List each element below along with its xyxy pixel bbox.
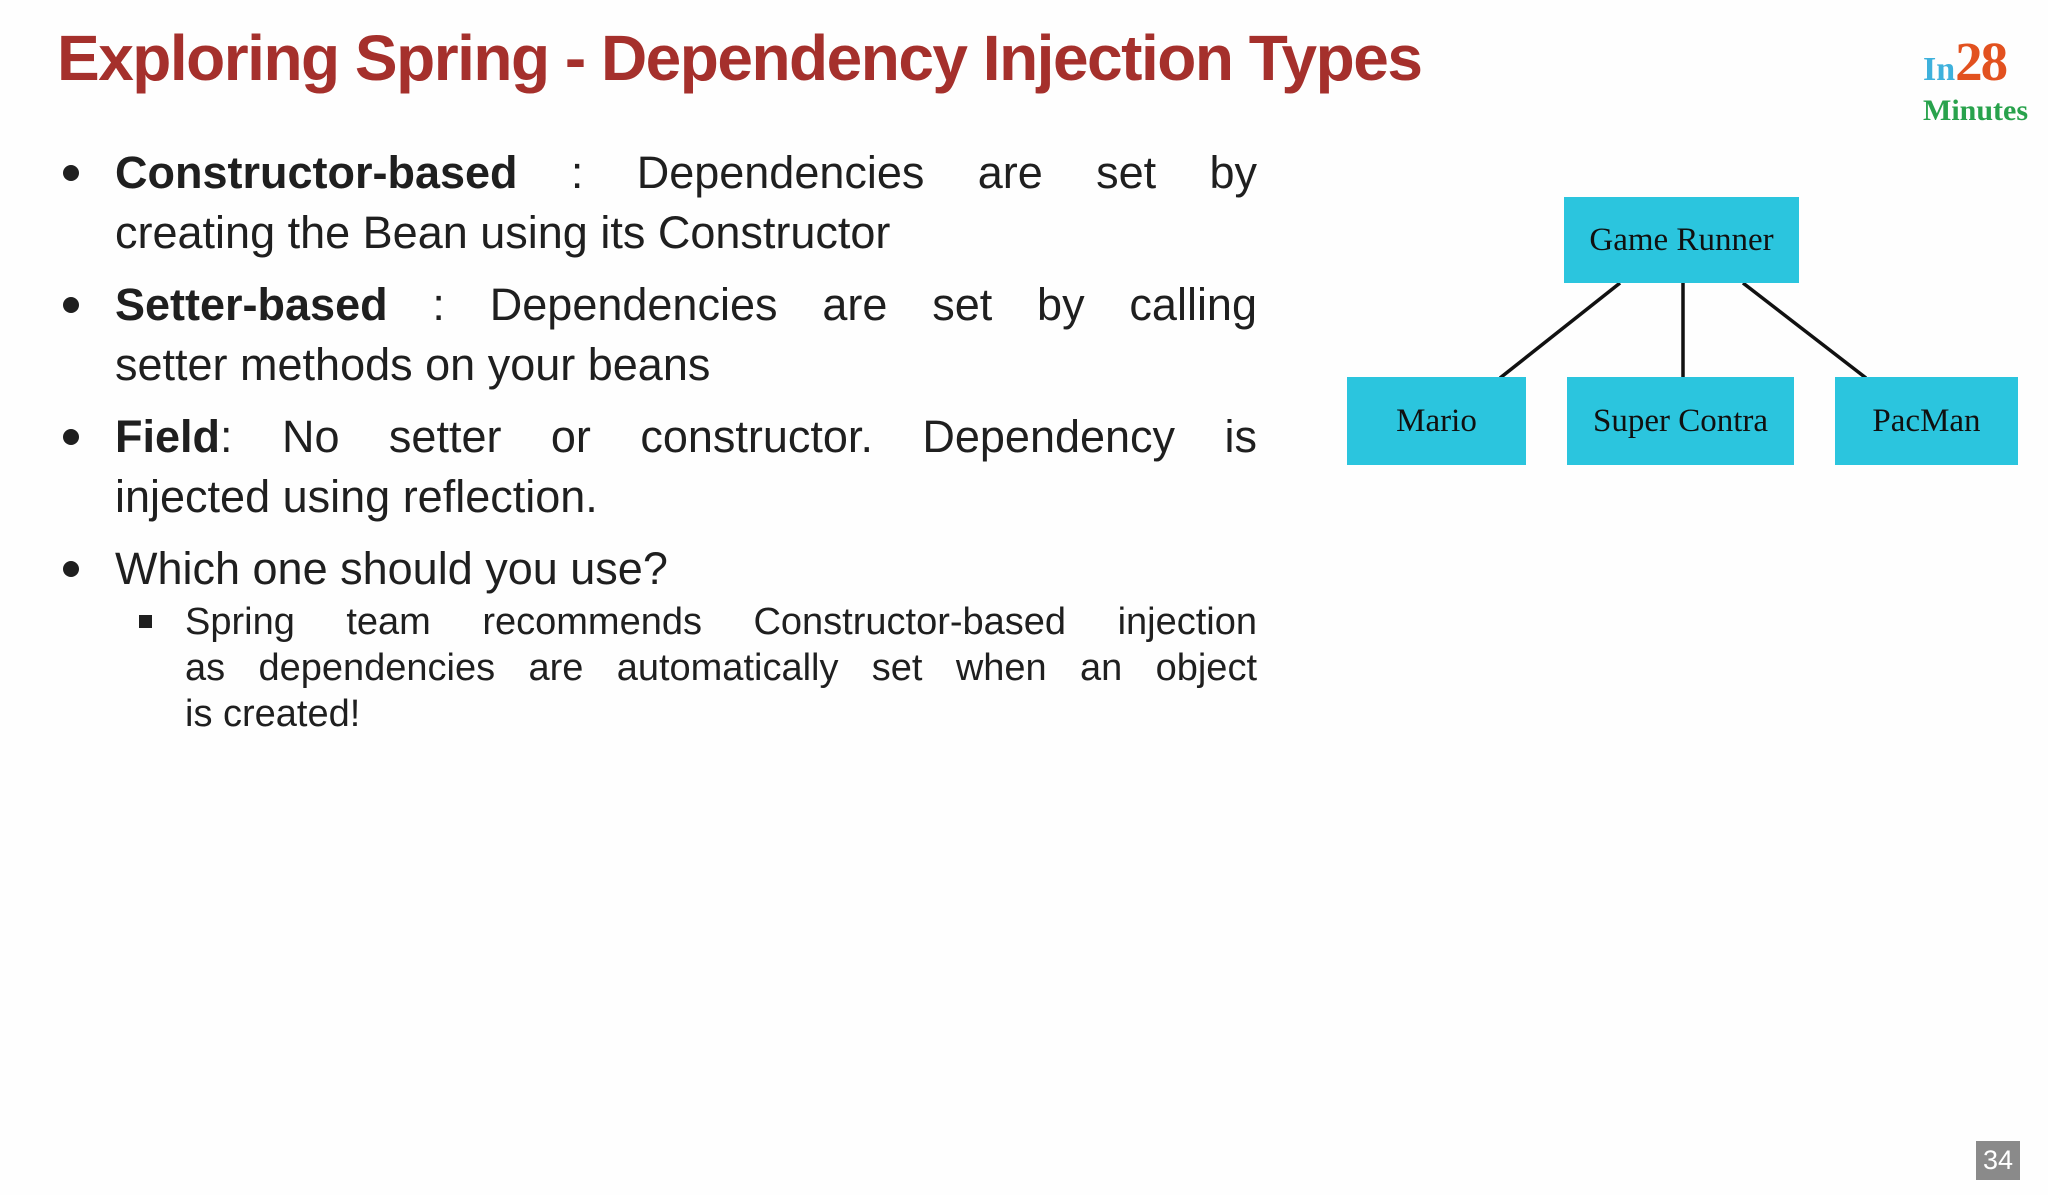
sub-bullet-square-icon — [137, 599, 185, 737]
in28minutes-logo: In 28 Minutes — [1923, 34, 2028, 126]
bullet-line: Constructor-based : Dependencies are set… — [115, 143, 1257, 203]
logo-text-28: 28 — [1955, 31, 2008, 92]
bullet-line: setter methods on your beans — [115, 339, 711, 390]
diagram-box-pacman: PacMan — [1835, 377, 2018, 465]
bullet-bold-lead: Field — [115, 411, 221, 462]
bullet-line: Which one should you use? — [115, 539, 1257, 599]
bullet-list: Constructor-based : Dependencies are set… — [57, 143, 1267, 749]
list-item: Constructor-based : Dependencies are set… — [57, 143, 1267, 263]
bullet-text: Which one should you use? Spring team re… — [115, 539, 1257, 737]
diagram-box-super-contra: Super Contra — [1567, 377, 1794, 465]
bullet-line: injected using reflection. — [115, 471, 598, 522]
bullet-line: creating the Bean using its Constructor — [115, 207, 891, 258]
bullet-rest: Which one should you use? — [115, 543, 668, 594]
diagram-box-mario: Mario — [1347, 377, 1526, 465]
sub-bullet-line: Spring team recommends Constructor-based… — [185, 601, 1257, 643]
bullet-dot-icon — [57, 539, 115, 737]
page-title: Exploring Spring - Dependency Injection … — [57, 22, 1423, 94]
bullet-rest: : Dependencies are set by — [517, 147, 1257, 198]
bullet-bold-lead: Setter-based — [115, 279, 388, 330]
bullet-dot-icon — [57, 143, 115, 263]
sub-bullet-item: Spring team recommends Constructor-based… — [115, 599, 1257, 737]
bullet-dot-icon — [57, 407, 115, 527]
bullet-rest: : No setter or constructor. Dependency i… — [220, 411, 1257, 462]
bullet-text: Constructor-based : Dependencies are set… — [115, 143, 1257, 263]
diagram-box-game-runner: Game Runner — [1564, 197, 1799, 283]
sub-bullet-text: Spring team recommends Constructor-based… — [185, 599, 1257, 737]
bullet-line: Field: No setter or constructor. Depende… — [115, 407, 1257, 467]
bullet-line: Setter-based : Dependencies are set by c… — [115, 275, 1257, 335]
sub-bullet-line: as dependencies are automatically set wh… — [185, 647, 1257, 689]
logo-text-in: In — [1923, 51, 1956, 88]
page-number-badge: 34 — [1976, 1141, 2020, 1180]
list-item: Setter-based : Dependencies are set by c… — [57, 275, 1267, 395]
bullet-dot-icon — [57, 275, 115, 395]
bullet-text: Setter-based : Dependencies are set by c… — [115, 275, 1257, 395]
bullet-text: Field: No setter or constructor. Depende… — [115, 407, 1257, 527]
list-item: Which one should you use? Spring team re… — [57, 539, 1267, 737]
sub-bullet-line: is created! — [185, 693, 361, 735]
logo-text-minutes: Minutes — [1923, 94, 2028, 127]
bullet-bold-lead: Constructor-based — [115, 147, 518, 198]
logo-top-row: In 28 — [1923, 34, 2028, 89]
bullet-rest: : Dependencies are set by calling — [387, 279, 1257, 330]
list-item: Field: No setter or constructor. Depende… — [57, 407, 1267, 527]
